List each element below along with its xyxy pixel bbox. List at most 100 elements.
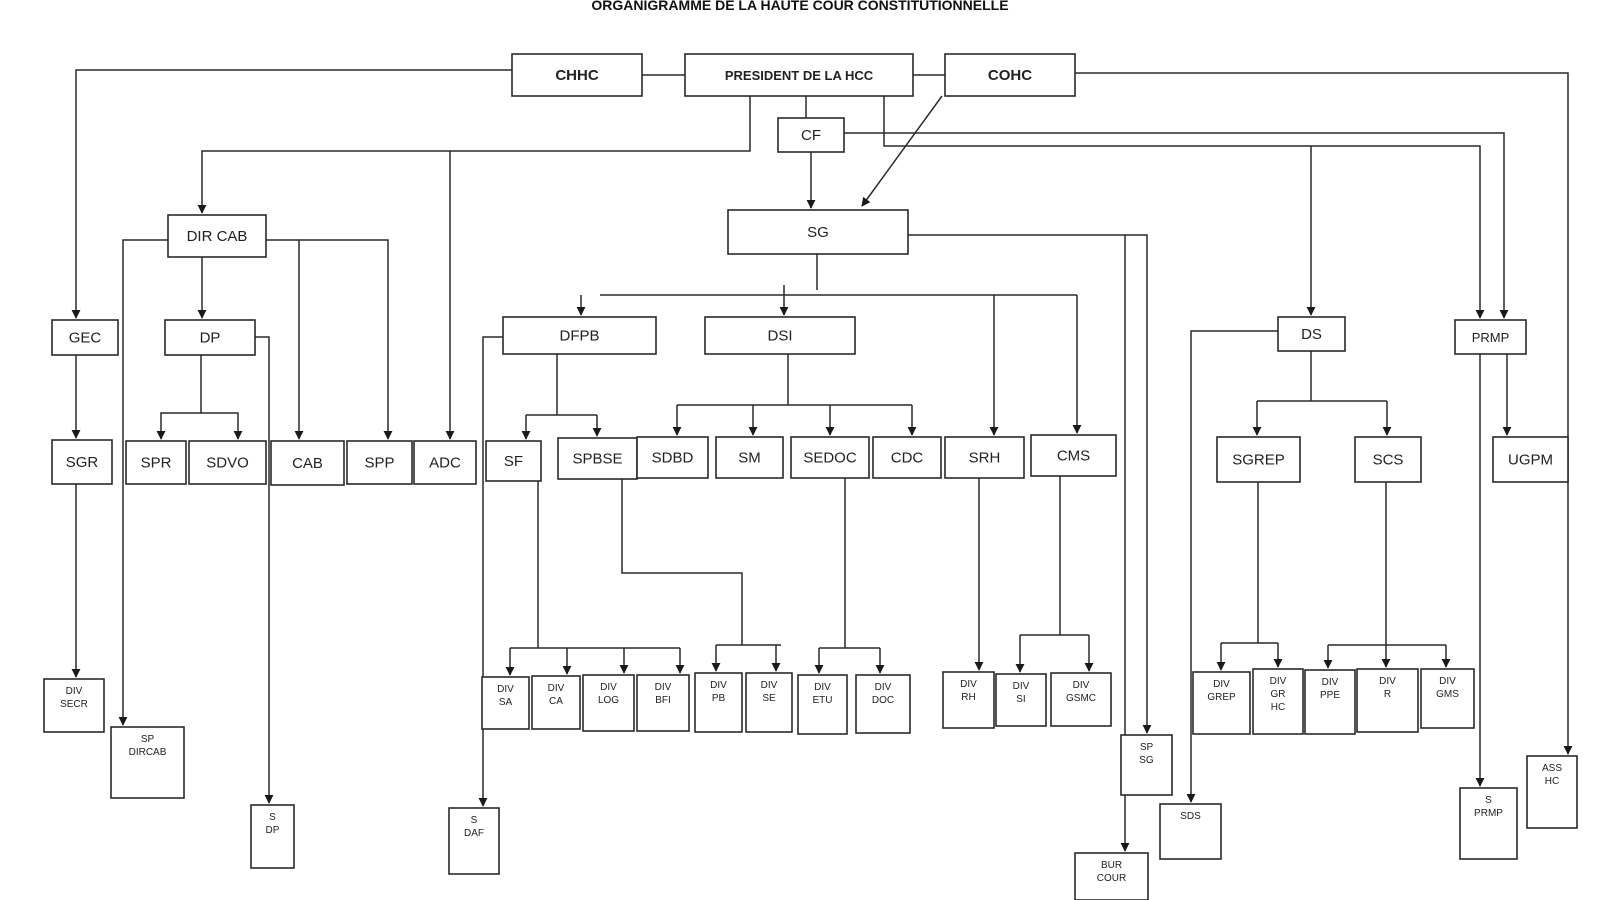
unit-label: DIV bbox=[548, 683, 565, 694]
unit-div-ca: DIV CA bbox=[531, 675, 581, 730]
unit-president: PRESIDENT DE LA HCC bbox=[684, 53, 914, 97]
unit-box bbox=[790, 436, 870, 479]
unit-label: HC bbox=[1271, 702, 1285, 713]
unit-label: SA bbox=[499, 697, 513, 708]
unit-label: SDS bbox=[1180, 811, 1201, 822]
unit-label: SGR bbox=[66, 454, 99, 471]
unit-label: SP bbox=[1140, 742, 1154, 753]
unit-label: DIV bbox=[66, 686, 83, 697]
unit-srh: SRH bbox=[944, 436, 1025, 479]
unit-box bbox=[1304, 669, 1356, 735]
unit-box bbox=[485, 440, 542, 482]
unit-label: DIV bbox=[1379, 676, 1396, 687]
unit-label: DIV bbox=[761, 680, 778, 691]
unit-box bbox=[167, 214, 267, 258]
unit-box bbox=[777, 117, 845, 153]
unit-label: DIV bbox=[960, 679, 977, 690]
connector-arrow bbox=[478, 336, 503, 807]
unit-cms: CMS bbox=[1030, 434, 1117, 477]
unit-label: GR bbox=[1271, 689, 1286, 700]
unit-box bbox=[636, 674, 690, 732]
unit-label: DIV bbox=[1322, 677, 1339, 688]
unit-label: CA bbox=[549, 696, 563, 707]
unit-box bbox=[164, 319, 256, 356]
unit-box bbox=[942, 671, 995, 729]
unit-box bbox=[346, 440, 413, 485]
unit-box bbox=[855, 674, 911, 734]
unit-label: DIV bbox=[1073, 680, 1090, 691]
unit-box bbox=[511, 53, 643, 97]
unit-box bbox=[636, 436, 709, 479]
unit-label: SPP bbox=[364, 455, 394, 472]
unit-spr: SPR bbox=[125, 440, 187, 485]
unit-cohc: COHC bbox=[944, 53, 1076, 97]
unit-box bbox=[250, 804, 295, 869]
unit-label: PB bbox=[712, 693, 726, 704]
unit-box bbox=[125, 440, 187, 485]
unit-box bbox=[1356, 668, 1419, 733]
unit-dp: DP bbox=[164, 319, 256, 356]
unit-label: DIV bbox=[814, 682, 831, 693]
unit-scs: SCS bbox=[1354, 436, 1422, 483]
unit-label: COHC bbox=[988, 67, 1032, 84]
unit-label: DIV bbox=[875, 682, 892, 693]
unit-prmp: PRMP bbox=[1454, 319, 1527, 355]
unit-label: PRESIDENT DE LA HCC bbox=[725, 68, 874, 83]
unit-chhc: CHHC bbox=[511, 53, 643, 97]
unit-box bbox=[270, 440, 345, 486]
unit-box bbox=[110, 726, 185, 799]
unit-label: SP bbox=[141, 734, 155, 745]
unit-box bbox=[1252, 668, 1304, 735]
unit-label: GMS bbox=[1436, 689, 1459, 700]
unit-dircab: DIR CAB bbox=[167, 214, 267, 258]
unit-label: DOC bbox=[872, 695, 894, 706]
unit-box bbox=[1120, 734, 1173, 796]
unit-label: ASS bbox=[1542, 763, 1562, 774]
unit-label: SI bbox=[1016, 694, 1025, 705]
unit-label: S bbox=[269, 812, 276, 823]
unit-label: SPBSE bbox=[572, 451, 622, 468]
unit-box bbox=[1050, 672, 1112, 727]
unit-label: DIR CAB bbox=[187, 228, 248, 245]
unit-box bbox=[557, 437, 638, 480]
unit-label: DS bbox=[1301, 326, 1322, 343]
unit-label: CF bbox=[801, 127, 821, 144]
unit-box bbox=[704, 316, 856, 355]
connector-arrow bbox=[299, 239, 393, 440]
unit-box bbox=[694, 672, 743, 733]
connector-arrow bbox=[844, 132, 1509, 319]
unit-box bbox=[872, 436, 942, 479]
unit-spp: SPP bbox=[346, 440, 413, 485]
unit-adc: ADC bbox=[413, 440, 477, 485]
unit-label: CMS bbox=[1057, 448, 1090, 465]
unit-box bbox=[43, 678, 105, 733]
unit-box bbox=[684, 53, 914, 97]
unit-sds: SDS bbox=[1159, 803, 1222, 860]
unit-label: DP bbox=[200, 330, 221, 347]
unit-box bbox=[1159, 803, 1222, 860]
unit-label: SG bbox=[807, 224, 829, 241]
unit-div-gr-hc: DIV GR HC bbox=[1252, 668, 1304, 735]
unit-box bbox=[531, 675, 581, 730]
unit-box bbox=[944, 436, 1025, 479]
unit-box bbox=[413, 440, 477, 485]
unit-box bbox=[51, 439, 113, 485]
unit-label: COUR bbox=[1097, 873, 1126, 884]
unit-ds: DS bbox=[1277, 316, 1346, 352]
connector-arrow bbox=[1186, 330, 1278, 803]
connector-arrow bbox=[883, 96, 1485, 319]
unit-label: SM bbox=[738, 450, 761, 467]
unit-label: GEC bbox=[69, 330, 102, 347]
unit-label: DIV bbox=[1270, 676, 1287, 687]
